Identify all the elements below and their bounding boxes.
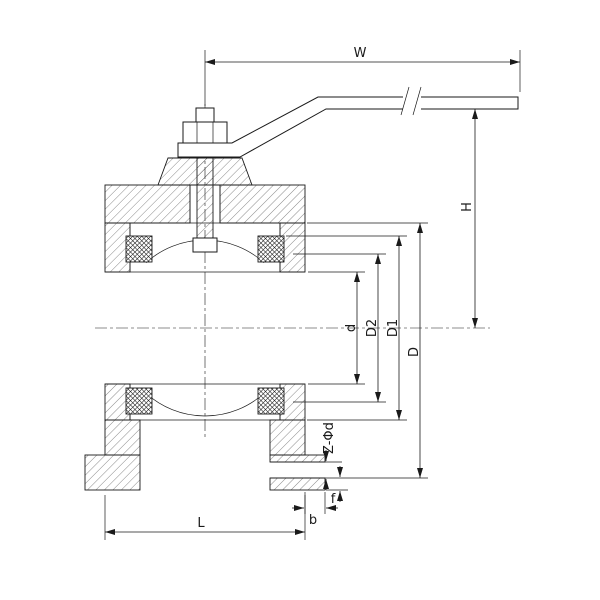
dim-label-H: H (460, 202, 475, 212)
foot-left-upper (104, 419, 141, 456)
foot-right-base (269, 477, 326, 491)
seat-top-right (257, 235, 285, 263)
dim-label-D1: D1 (386, 319, 401, 337)
dim-label-D2: D2 (365, 319, 380, 337)
stem-nut (182, 107, 228, 144)
seat-top-left (125, 235, 153, 263)
gland-bonnet (157, 157, 253, 186)
break-line-right (412, 86, 422, 116)
stem-assembly (157, 157, 253, 253)
handle-break-gap (403, 92, 421, 114)
lever-handle (177, 96, 519, 158)
stem-bolt-head (195, 107, 215, 123)
top-flange-left (104, 184, 191, 224)
dim-label-b: b (309, 513, 317, 528)
centerlines (95, 104, 490, 438)
stem-nut-body (182, 121, 228, 144)
seat-bottom-left (125, 387, 153, 415)
stem-slot (192, 237, 218, 253)
dim-label-W: W (354, 46, 367, 61)
dim-label-L: L (197, 516, 205, 531)
foot-right-face (269, 454, 326, 463)
foot-left-lower (84, 454, 141, 491)
dim-label-f: f (331, 492, 336, 507)
top-flange-right (219, 184, 306, 224)
dim-label-d: d (344, 324, 359, 332)
break-line-left (400, 86, 410, 116)
foot-right-upper (269, 419, 306, 456)
dim-label-z-phi-d: Z-Φd (322, 422, 337, 454)
dim-label-D: D (407, 347, 422, 357)
dimensions: W H d D2 D1 D Z-Φd f b L (104, 46, 521, 540)
seat-bottom-right (257, 387, 285, 415)
ball-bottom-arc (145, 393, 265, 417)
seat-rings (125, 235, 285, 415)
handle (177, 86, 519, 158)
